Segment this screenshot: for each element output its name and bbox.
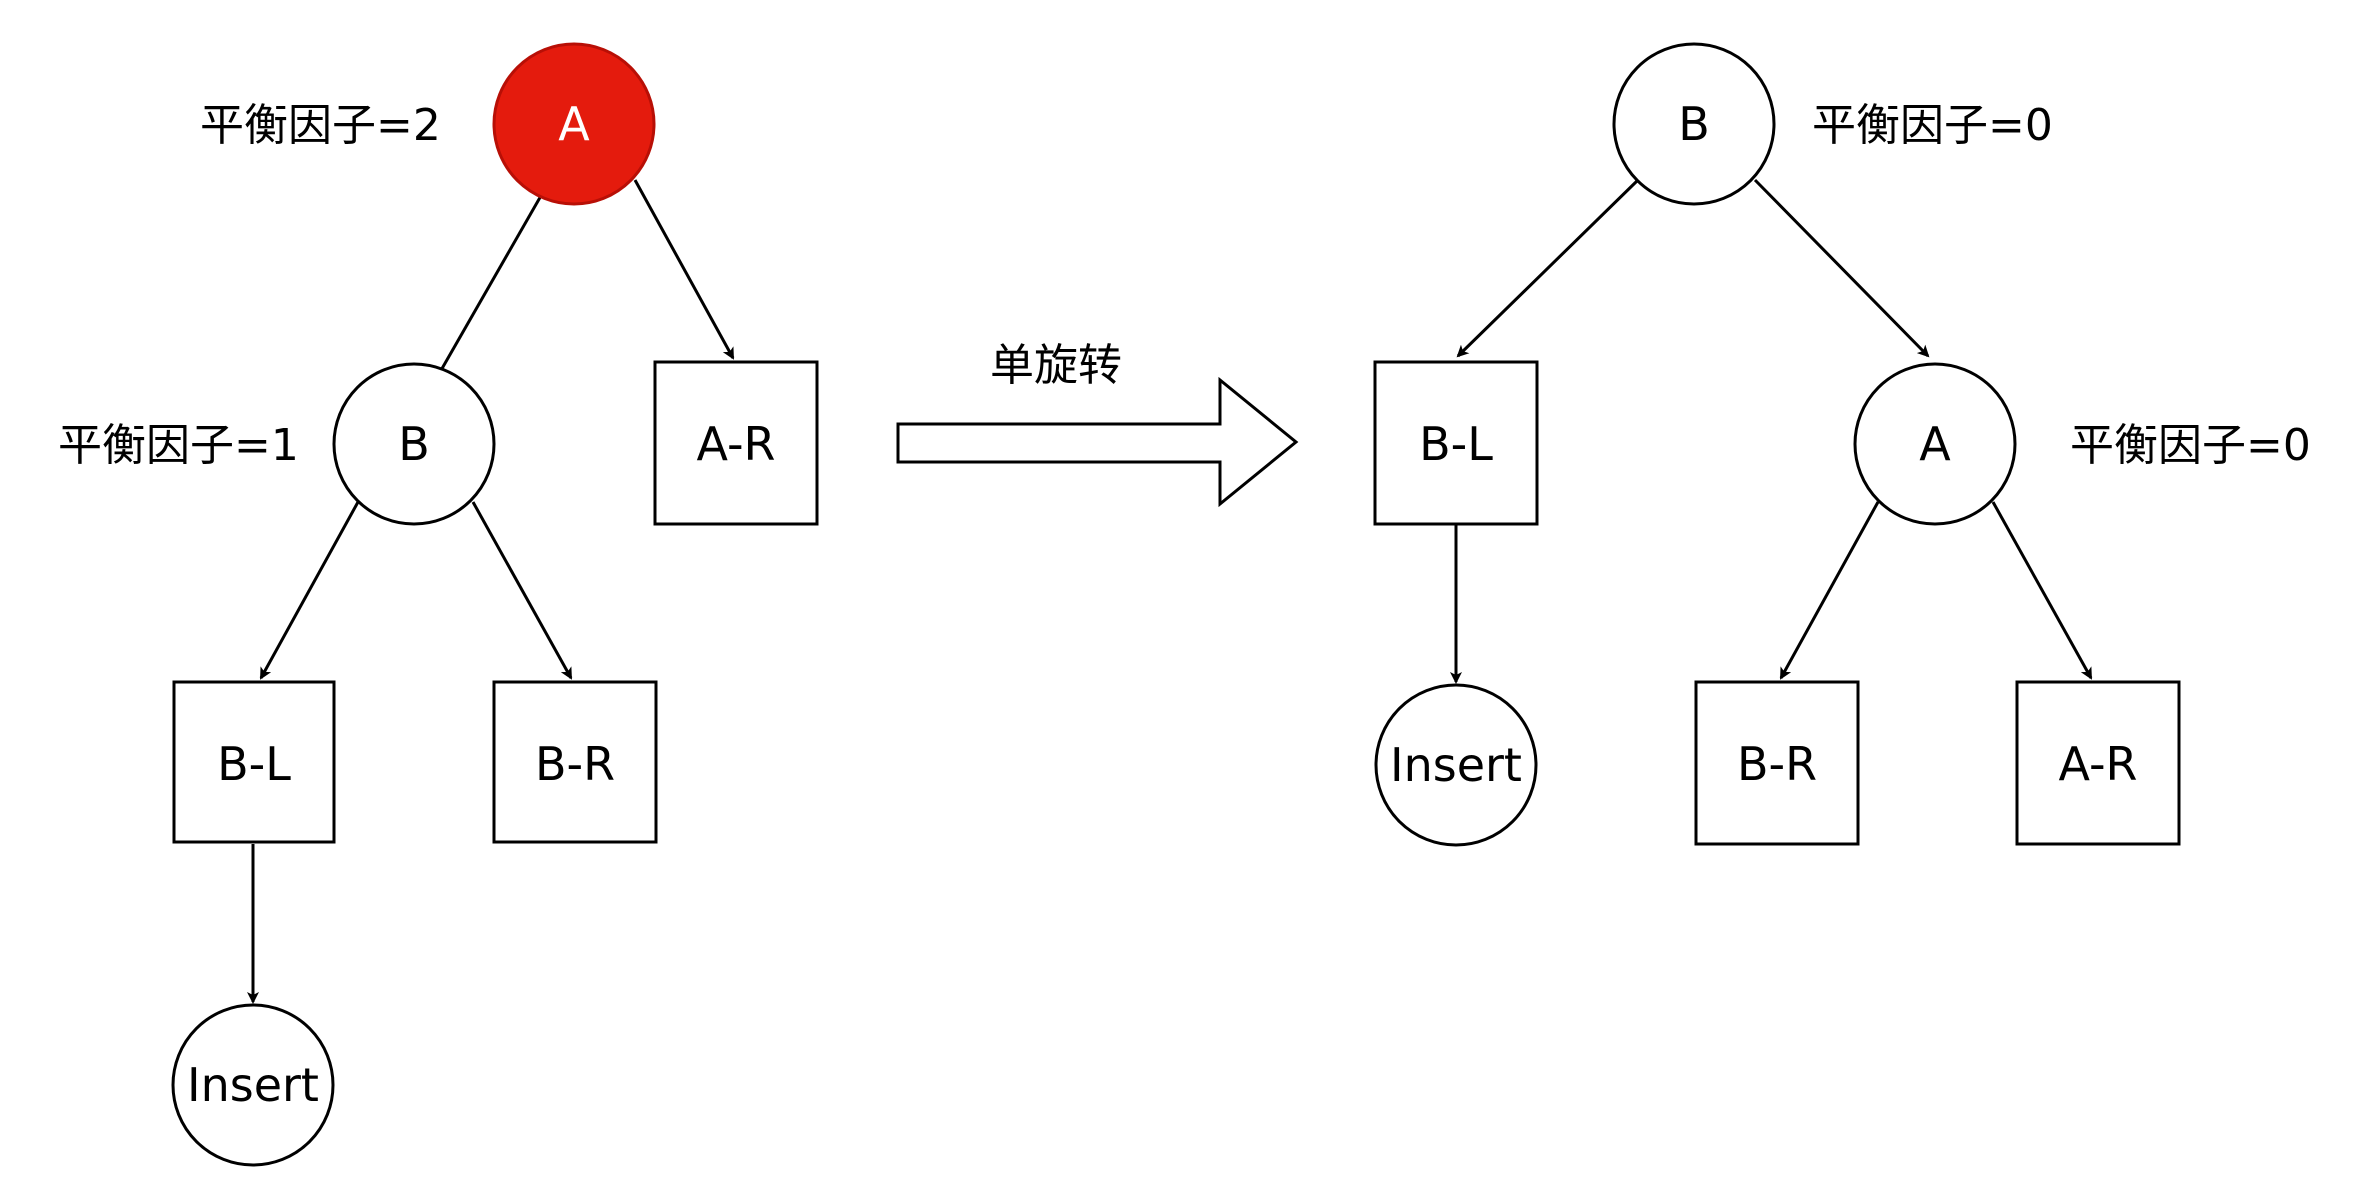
rotation-label: 单旋转 [990, 340, 1122, 391]
edge-A2-to-AR2 [1991, 501, 2093, 680]
subtree-BL-label: B-L [217, 737, 291, 791]
node-insert-after: Insert [1374, 683, 1538, 847]
node-root-A-circle [492, 42, 656, 206]
balance-factor-B-after: 平衡因子=0 [1812, 100, 2053, 151]
node-right-A-circle [1853, 362, 2017, 526]
subtree-BR-box [492, 680, 658, 844]
node-root-A-label: A [558, 97, 590, 151]
subtree-BR: B-R [492, 680, 658, 844]
edge-A-to-AR [633, 179, 735, 360]
rotation-operation: 单旋转 [896, 340, 1299, 508]
rotation-arrow [896, 376, 1299, 508]
edge-B2-to-BL2 [1456, 178, 1640, 358]
node-insert-after-label: Insert [1390, 738, 1522, 792]
subtree-AR-after: A-R [2015, 680, 2181, 846]
node-insert-label: Insert [187, 1058, 319, 1112]
subtree-AR-after-box [2015, 680, 2181, 846]
node-root-B-label: B [1678, 97, 1710, 151]
balance-factor-A-after: 平衡因子=0 [2070, 420, 2311, 471]
subtree-BR-label: B-R [535, 737, 615, 791]
node-left-B: B [332, 362, 496, 526]
subtree-BR-after-box [1694, 680, 1860, 846]
edge-B-to-BL [259, 501, 360, 680]
balance-factor-A: 平衡因子=2 [200, 100, 441, 151]
node-right-A: A [1853, 362, 2017, 526]
subtree-AR: A-R [653, 360, 819, 526]
node-left-B-circle [332, 362, 496, 526]
subtree-BL-after-box [1373, 360, 1539, 526]
subtree-BL: B-L [172, 680, 336, 844]
node-root-B-circle [1612, 42, 1776, 206]
before-tree: A 平衡因子=2 B 平衡因子=1 A-R B-L B-R Insert [58, 42, 819, 1167]
node-insert-after-circle [1374, 683, 1538, 847]
node-root-A: A [492, 42, 656, 206]
balance-factor-B: 平衡因子=1 [58, 420, 299, 471]
edge-A-to-B [422, 179, 552, 402]
node-insert-circle [171, 1003, 335, 1167]
subtree-BR-after: B-R [1694, 680, 1860, 846]
edge-B-to-BR [471, 501, 573, 680]
subtree-BL-after: B-L [1373, 360, 1539, 526]
after-tree: B 平衡因子=0 B-L A 平衡因子=0 Insert B-R A-R [1373, 42, 2311, 847]
subtree-BL-box [172, 680, 336, 844]
edge-B2-to-A2 [1753, 178, 1930, 358]
node-left-B-label: B [398, 417, 430, 471]
node-insert: Insert [171, 1003, 335, 1167]
edge-A2-to-BR2 [1779, 501, 1880, 680]
node-right-A-label: A [1919, 417, 1951, 471]
subtree-AR-label: A-R [696, 417, 775, 471]
subtree-BR-after-label: B-R [1737, 737, 1817, 791]
subtree-BL-after-label: B-L [1419, 417, 1493, 471]
node-root-B: B [1612, 42, 1776, 206]
subtree-AR-after-label: A-R [2058, 737, 2137, 791]
subtree-AR-box [653, 360, 819, 526]
